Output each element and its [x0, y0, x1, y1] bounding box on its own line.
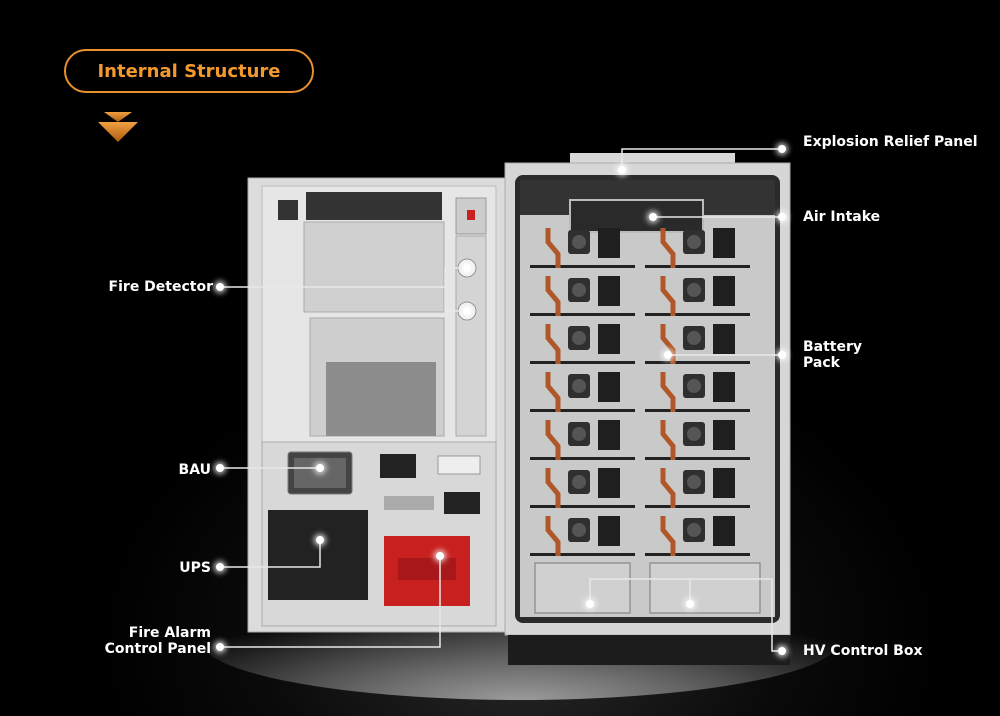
battery-module — [530, 324, 635, 364]
battery-modules — [530, 228, 750, 556]
battery-module — [530, 468, 635, 508]
label-fire-alarm-control-panel: Fire Alarm Control Panel — [104, 625, 211, 657]
label-hv-control-box: HV Control Box — [803, 643, 923, 659]
battery-module — [645, 372, 750, 412]
battery-module — [530, 276, 635, 316]
double-chevron-down-icon — [98, 112, 138, 142]
label-explosion-relief-panel: Explosion Relief Panel — [803, 134, 978, 150]
callout-dots — [214, 143, 788, 657]
label-battery-pack: Battery Pack — [803, 339, 863, 371]
battery-module — [530, 372, 635, 412]
battery-module — [530, 228, 635, 268]
battery-module — [645, 228, 750, 268]
label-ups: UPS — [179, 560, 211, 576]
battery-module — [645, 420, 750, 460]
battery-module — [645, 276, 750, 316]
label-bau: BAU — [178, 462, 211, 478]
label-air-intake: Air Intake — [803, 209, 881, 225]
battery-module — [530, 420, 635, 460]
section-title: Internal Structure — [64, 49, 314, 93]
cabinet-door — [247, 177, 506, 633]
callout-lines — [220, 148, 782, 652]
label-fire-detector: Fire Detector — [108, 279, 213, 295]
battery-module — [645, 324, 750, 364]
battery-module — [645, 468, 750, 508]
battery-module — [530, 516, 635, 556]
battery-module — [645, 516, 750, 556]
